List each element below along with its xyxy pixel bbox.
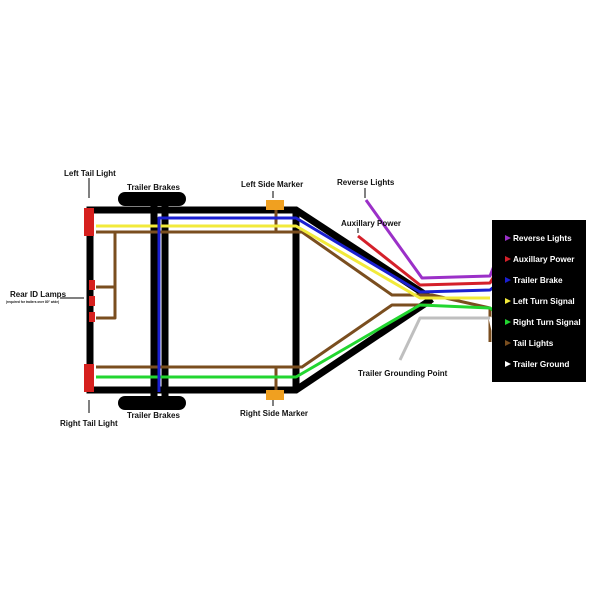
legend-arrow-icon <box>505 319 511 325</box>
label-left-tail-light: Left Tail Light <box>64 169 116 178</box>
legend-label: Trailer Brake <box>513 276 563 285</box>
legend-label: Left Turn Signal <box>513 297 575 306</box>
label-trailer-grounding-point: Trailer Grounding Point <box>358 369 448 378</box>
legend-label: Tail Lights <box>513 339 554 348</box>
label-left-side-marker: Left Side Marker <box>241 180 303 189</box>
label-arrows <box>60 178 366 413</box>
label-right-side-marker: Right Side Marker <box>240 409 308 418</box>
label-auxiliary-power: Auxillary Power <box>341 219 401 228</box>
wire-ground-gray <box>398 316 490 361</box>
wire-tail-lights-id <box>96 285 117 320</box>
legend-item: Right Turn Signal <box>505 318 581 327</box>
legend-item: Auxillary Power <box>505 255 575 264</box>
legend-item: Trailer Ground <box>505 360 569 369</box>
legend-arrow-icon <box>505 277 511 283</box>
wheel-top <box>118 192 186 206</box>
legend-label: Trailer Ground <box>513 360 569 369</box>
legend-item: Trailer Brake <box>505 276 563 285</box>
rear-id-lamp-1 <box>89 280 95 290</box>
legend-label: Reverse Lights <box>513 234 572 243</box>
label-trailer-brakes-bottom: Trailer Brakes <box>127 411 180 420</box>
legend-label: Auxillary Power <box>513 255 575 264</box>
legend-item: Left Turn Signal <box>505 297 575 306</box>
right-side-marker <box>266 390 284 400</box>
label-rear-id-lamps-note: (required for trailers over 80" wide) <box>6 300 59 304</box>
legend-item: Reverse Lights <box>505 234 572 243</box>
left-side-marker <box>266 200 284 210</box>
legend-arrow-icon <box>505 361 511 367</box>
rear-id-lamp-2 <box>89 296 95 306</box>
legend-label: Right Turn Signal <box>513 318 581 327</box>
label-trailer-brakes-top: Trailer Brakes <box>127 183 180 192</box>
right-tail-light <box>84 364 94 392</box>
legend-arrow-icon <box>505 235 511 241</box>
wheel-bottom <box>118 396 186 410</box>
label-rear-id-lamps: Rear ID Lamps <box>10 290 67 299</box>
wire-left-turn <box>96 224 490 300</box>
legend-arrow-icon <box>505 340 511 346</box>
legend-arrow-icon <box>505 256 511 262</box>
left-tail-light <box>84 208 94 236</box>
wire-tail-lights-bottom <box>96 303 432 369</box>
label-reverse-lights: Reverse Lights <box>337 178 395 187</box>
rear-id-lamp-3 <box>89 312 95 322</box>
label-right-tail-light: Right Tail Light <box>60 419 118 428</box>
legend-item: Tail Lights <box>505 339 554 348</box>
legend-arrow-icon <box>505 298 511 304</box>
